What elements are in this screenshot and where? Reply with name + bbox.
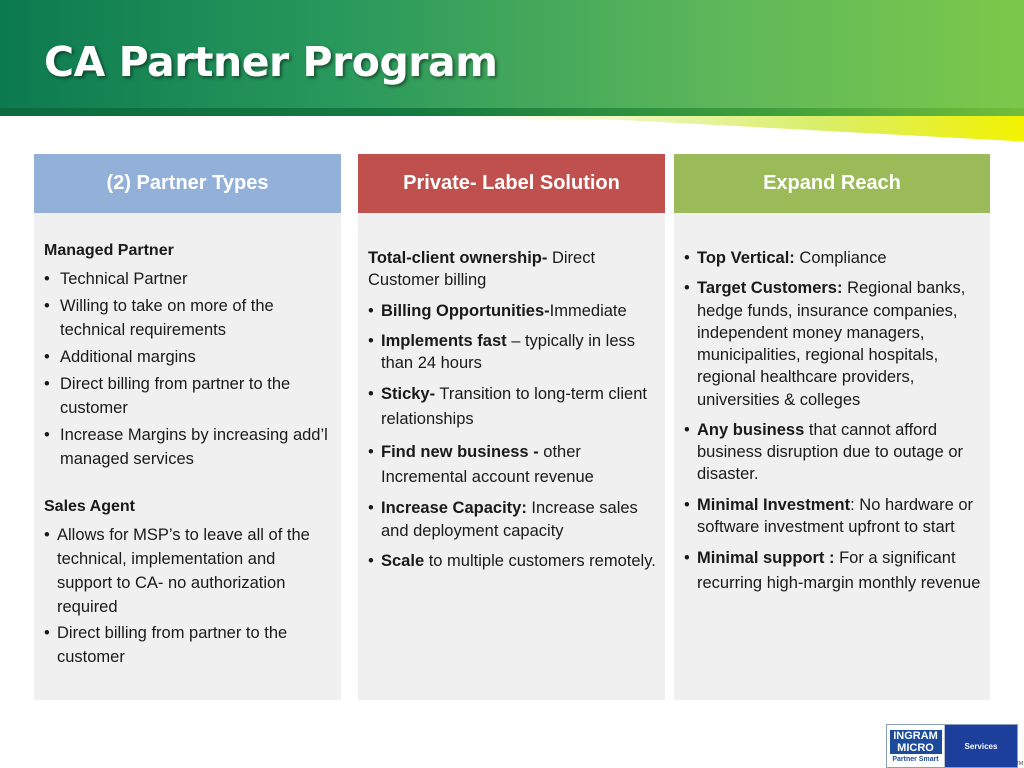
list-item: Any business that cannot afford business…	[684, 419, 982, 486]
list-item: Billing Opportunities-Immediate	[368, 300, 657, 323]
logo-services-label: Services	[945, 725, 1017, 767]
partner-types-body: Managed Partner Technical Partner Willin…	[34, 213, 341, 670]
trademark-mark: TM	[1016, 761, 1024, 767]
managed-partner-label: Managed Partner	[44, 242, 174, 259]
page-title: CA Partner Program	[44, 38, 498, 86]
list-item: Technical Partner	[44, 268, 331, 292]
list-item: Additional margins	[44, 346, 331, 370]
sales-agent-list: Allows for MSP’s to leave all of the tec…	[44, 524, 331, 671]
expand-reach-list: Top Vertical: Compliance Target Customer…	[684, 247, 982, 596]
list-item: Sticky- Transition to long-term client r…	[368, 382, 657, 432]
list-item: Direct billing from partner to the custo…	[44, 373, 331, 421]
managed-partner-list: Technical Partner Willing to take on mor…	[44, 268, 331, 471]
list-item: Top Vertical: Compliance	[684, 247, 982, 270]
logo-wordmark: INGRAM MICRO Partner Smart	[887, 725, 945, 767]
list-item: Find new business - other Incremental ac…	[368, 440, 657, 490]
partner-types-heading: (2) Partner Types	[34, 154, 341, 213]
list-item: Scale to multiple customers remotely.	[368, 550, 657, 573]
private-label-body: Total-client ownership- Direct Customer …	[358, 213, 665, 572]
list-item: Minimal support : For a significant recu…	[684, 546, 982, 596]
private-label-heading: Private- Label Solution	[358, 154, 665, 213]
title-banner: CA Partner Program	[0, 0, 1024, 108]
ingram-micro-logo: INGRAM MICRO Partner Smart Services	[886, 724, 1018, 768]
private-label-list: Total-client ownership- Direct Customer …	[368, 247, 657, 572]
sales-agent-label: Sales Agent	[44, 497, 135, 515]
expand-reach-heading: Expand Reach	[674, 154, 990, 213]
list-item: Allows for MSP’s to leave all of the tec…	[44, 524, 331, 620]
list-item: Total-client ownership- Direct Customer …	[368, 249, 596, 290]
list-item: Willing to take on more of the technical…	[44, 295, 331, 343]
list-item: Increase Margins by increasing add’l man…	[44, 424, 331, 472]
expand-reach-panel: Expand Reach Top Vertical: Compliance Ta…	[674, 154, 990, 700]
list-item: Implements fast – typically in less than…	[368, 330, 657, 375]
partner-types-panel: (2) Partner Types Managed Partner Techni…	[34, 154, 341, 700]
private-label-panel: Private- Label Solution Total-client own…	[358, 154, 665, 700]
banner-swoosh	[0, 116, 1024, 142]
list-item: Direct billing from partner to the custo…	[44, 622, 331, 670]
banner-stripe	[0, 108, 1024, 116]
list-item: Target Customers: Regional banks, hedge …	[684, 277, 982, 411]
list-item: Minimal Investment: No hardware or softw…	[684, 494, 982, 539]
list-item: Increase Capacity: Increase sales and de…	[368, 497, 657, 542]
expand-reach-body: Top Vertical: Compliance Target Customer…	[674, 213, 990, 596]
